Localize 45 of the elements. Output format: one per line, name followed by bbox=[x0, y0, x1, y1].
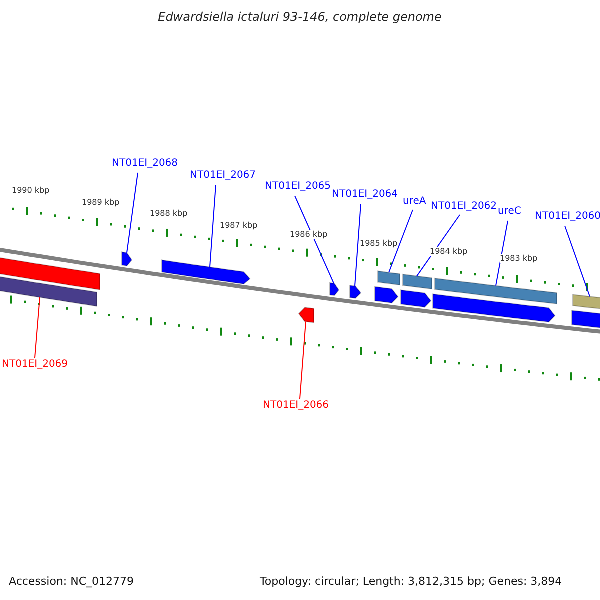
tick-label: 1989 kbp bbox=[82, 198, 120, 207]
tick-label: 1986 kbp bbox=[290, 230, 328, 239]
leader-line bbox=[294, 196, 334, 284]
gene-feature bbox=[572, 310, 600, 329]
gene-feature bbox=[400, 290, 432, 308]
gene-label: NT01EI_2062 bbox=[431, 201, 498, 212]
leader-line bbox=[210, 184, 216, 268]
gene-feature bbox=[350, 285, 362, 299]
accession-text: Accession: NC_012779 bbox=[9, 575, 134, 588]
tick-label: 1984 kbp bbox=[430, 247, 468, 256]
feature-bar bbox=[378, 270, 400, 286]
gene-label: NT01EI_2066 bbox=[263, 400, 330, 411]
tick-label: 1988 kbp bbox=[150, 209, 188, 218]
gene-feature bbox=[374, 286, 399, 304]
leader-line bbox=[300, 321, 306, 400]
genome-stats-text: Topology: circular; Length: 3,812,315 bp; Genes: 3,894 bbox=[260, 575, 562, 588]
gene-feature bbox=[298, 307, 314, 324]
leader-line bbox=[416, 214, 460, 277]
gene-label: ureA bbox=[403, 196, 426, 207]
leader-line bbox=[354, 204, 362, 287]
gene-label: NT01EI_2069 bbox=[2, 359, 68, 370]
feature-bar bbox=[0, 276, 98, 307]
genome-title: Edwardsiella ictaluri 93-146, complete genome bbox=[157, 10, 443, 24]
leader-line bbox=[388, 210, 414, 274]
gene-feature bbox=[122, 252, 133, 267]
gene-feature bbox=[432, 294, 556, 323]
gene-feature bbox=[162, 260, 251, 285]
gene-label: NT01EI_2064 bbox=[332, 189, 398, 200]
tick-label: 1985 kbp bbox=[360, 239, 398, 248]
leader-line bbox=[564, 226, 590, 298]
tick-label: 1990 kbp bbox=[12, 186, 50, 195]
feature-bar bbox=[402, 274, 432, 290]
gene-label: NT01EI_2068 bbox=[112, 158, 178, 169]
gene-label: NT01EI_2060 bbox=[535, 211, 600, 222]
feature-bar bbox=[434, 278, 558, 305]
tick-label: 1983 kbp bbox=[500, 254, 538, 263]
gene-feature bbox=[330, 282, 340, 296]
leader-line bbox=[126, 172, 138, 254]
gene-label: ureC bbox=[498, 206, 522, 217]
feature-bar bbox=[572, 294, 600, 310]
leader-line bbox=[34, 296, 40, 358]
feature-bar bbox=[0, 256, 100, 290]
gene-label: NT01EI_2065 bbox=[265, 181, 332, 192]
tick-label: 1987 kbp bbox=[220, 221, 258, 230]
gene-label: NT01EI_2067 bbox=[190, 170, 256, 181]
